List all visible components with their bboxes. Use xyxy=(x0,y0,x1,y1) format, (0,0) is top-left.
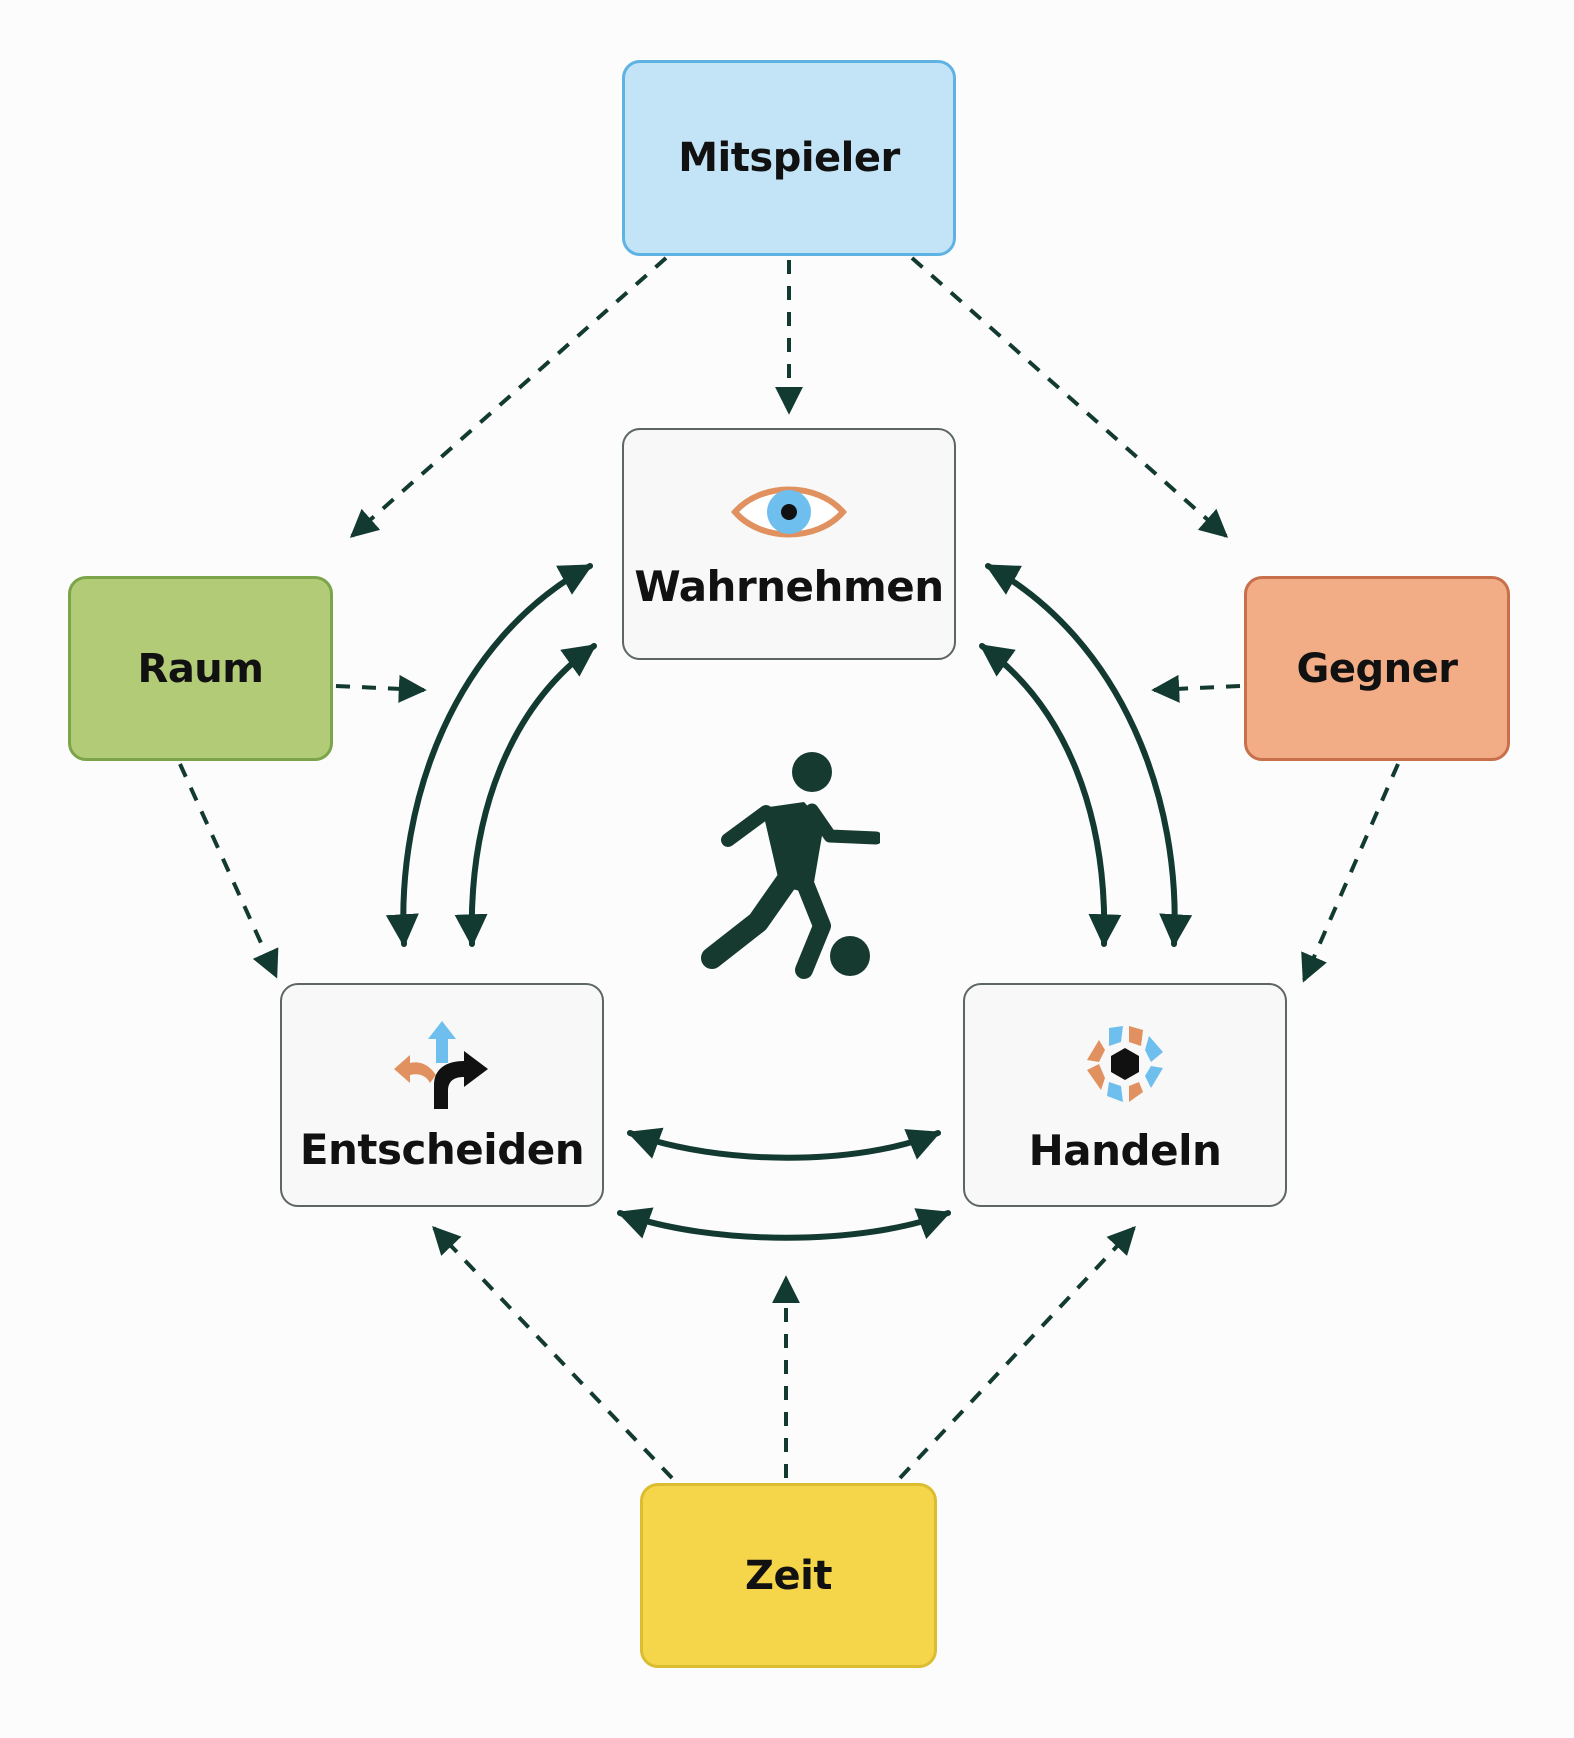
cycle-arrow-entscheiden-handeln-upper xyxy=(626,1127,942,1161)
node-raum-label: Raum xyxy=(137,645,264,692)
node-mitspieler-label: Mitspieler xyxy=(678,135,900,181)
dashed-arrow-gegner-handeln xyxy=(1301,763,1400,983)
node-entscheiden: Entscheiden xyxy=(280,983,604,1207)
dashed-arrow-raum-wahrnehmen xyxy=(335,674,427,703)
node-raum: Raum xyxy=(68,576,333,761)
node-handeln: Handeln xyxy=(963,983,1287,1207)
cycle-arrow-wahrnehmen-entscheiden-outer xyxy=(385,563,593,948)
dashed-arrow-raum-entscheiden xyxy=(178,763,279,979)
node-wahrnehmen-label: Wahrnehmen xyxy=(634,562,944,611)
cycle-arrow-entscheiden-handeln-lower xyxy=(616,1207,952,1241)
node-gegner-label: Gegner xyxy=(1296,645,1458,692)
cycle-arrow-wahrnehmen-entscheiden-inner xyxy=(454,643,597,948)
cycle-arrow-wahrnehmen-handeln-inner xyxy=(979,643,1122,948)
dashed-arrow-mitspieler-gegner xyxy=(910,256,1229,538)
node-entscheiden-label: Entscheiden xyxy=(299,1125,585,1174)
node-mitspieler: Mitspieler xyxy=(622,60,956,256)
dashed-arrow-zeit-entscheiden xyxy=(432,1225,674,1480)
dashed-arrow-zeit-handeln xyxy=(898,1225,1136,1480)
soccer-player-icon xyxy=(700,748,883,984)
dashed-arrow-mitspieler-raum xyxy=(349,256,668,538)
cycle-arrow-wahrnehmen-handeln-outer xyxy=(985,563,1193,948)
node-wahrnehmen: Wahrnehmen xyxy=(622,428,956,660)
node-zeit-label: Zeit xyxy=(745,1552,832,1599)
node-zeit: Zeit xyxy=(640,1483,937,1668)
dashed-arrow-gegner-wahrnehmen xyxy=(1151,674,1241,703)
node-handeln-label: Handeln xyxy=(1028,1126,1222,1175)
node-gegner: Gegner xyxy=(1244,576,1510,761)
soccer-ball-icon xyxy=(1079,1018,1171,1110)
eye-icon xyxy=(731,480,847,544)
direction-arrows-icon xyxy=(392,1019,492,1111)
